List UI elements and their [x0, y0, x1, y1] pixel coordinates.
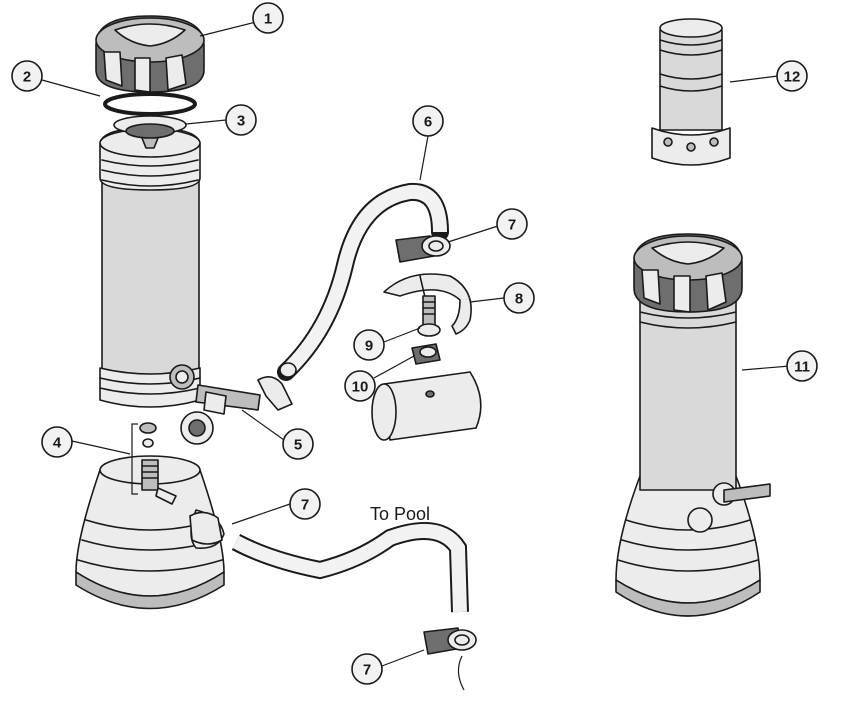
svg-text:1: 1	[264, 11, 272, 28]
svg-text:7: 7	[508, 217, 516, 234]
saddle-nut	[411, 343, 441, 365]
callout-1: 1	[252, 2, 284, 34]
callout-8: 8	[503, 282, 535, 314]
chlorinator-base	[75, 455, 225, 610]
svg-text:10: 10	[352, 379, 369, 396]
part-4-washer	[139, 422, 157, 434]
callout-12: 12	[776, 60, 808, 92]
part-4-bracket	[131, 423, 138, 495]
flex-hose-lower	[231, 522, 469, 613]
leader-lines	[41, 21, 791, 667]
svg-text:2: 2	[23, 69, 31, 86]
svg-text:11: 11	[794, 359, 810, 376]
svg-text:7: 7	[363, 662, 371, 679]
svg-text:6: 6	[424, 114, 432, 131]
callout-11: 11	[786, 350, 818, 382]
svg-text:4: 4	[53, 435, 62, 452]
valve-assembly	[180, 376, 293, 445]
chlorinator-cap	[95, 15, 205, 93]
svg-text:9: 9	[365, 338, 373, 355]
o-ring	[103, 92, 197, 116]
check-valve	[113, 115, 187, 139]
hose-clip-lower	[423, 627, 477, 691]
chlorinator-body	[99, 127, 201, 408]
callout-2: 2	[11, 60, 43, 92]
svg-text:7: 7	[301, 497, 309, 514]
callout-7b: 7	[289, 488, 321, 520]
replacement-cartridge	[651, 18, 731, 166]
callout-6: 6	[412, 105, 444, 137]
pool-pipe-section	[371, 371, 482, 441]
part-4-ball	[142, 438, 154, 448]
callout-7a: 7	[496, 208, 528, 240]
hose-clip-base	[189, 511, 223, 545]
callout-5: 5	[282, 428, 314, 460]
to-pool-label: To Pool	[370, 504, 430, 524]
svg-text:3: 3	[237, 113, 245, 130]
svg-text:5: 5	[294, 437, 302, 454]
callout-3: 3	[225, 104, 257, 136]
callout-7c: 7	[351, 653, 383, 685]
callout-10: 10	[344, 370, 376, 402]
svg-text:12: 12	[784, 69, 801, 86]
saddle-bolt	[417, 295, 441, 337]
svg-text:8: 8	[515, 291, 523, 308]
assembled-chlorinator	[615, 233, 771, 617]
callout-9: 9	[353, 329, 385, 361]
hose-clip-upper	[395, 235, 451, 263]
callout-4: 4	[41, 426, 73, 458]
